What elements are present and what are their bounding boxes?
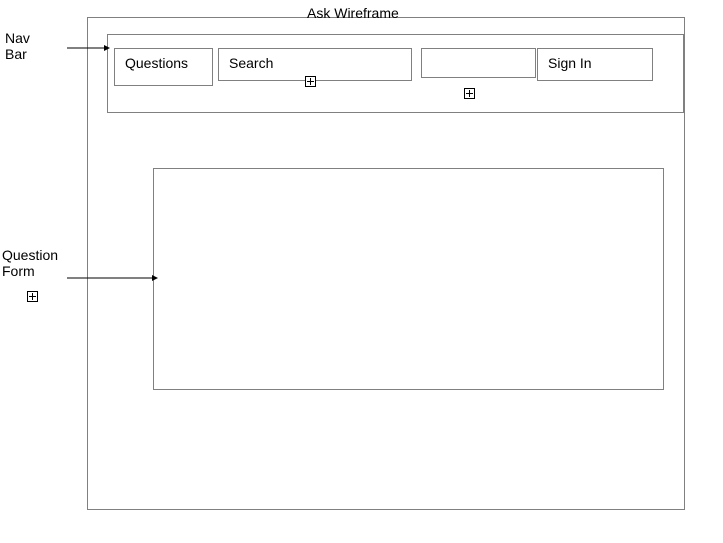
- expand-icon[interactable]: [27, 291, 38, 302]
- blank-nav-field[interactable]: [421, 48, 536, 78]
- nav-bar-annotation: Nav Bar: [5, 30, 30, 62]
- questions-label: Questions: [125, 55, 189, 71]
- question-form: [153, 168, 664, 390]
- question-form-annotation: Question Form: [2, 247, 59, 279]
- expand-icon[interactable]: [464, 88, 475, 99]
- search-label: Search: [229, 55, 274, 71]
- questions-button[interactable]: Questions: [114, 48, 213, 86]
- expand-icon[interactable]: [305, 76, 316, 87]
- sign-in-label: Sign In: [548, 55, 592, 71]
- sign-in-button[interactable]: Sign In: [537, 48, 653, 81]
- wireframe-title: Ask Wireframe: [307, 5, 399, 21]
